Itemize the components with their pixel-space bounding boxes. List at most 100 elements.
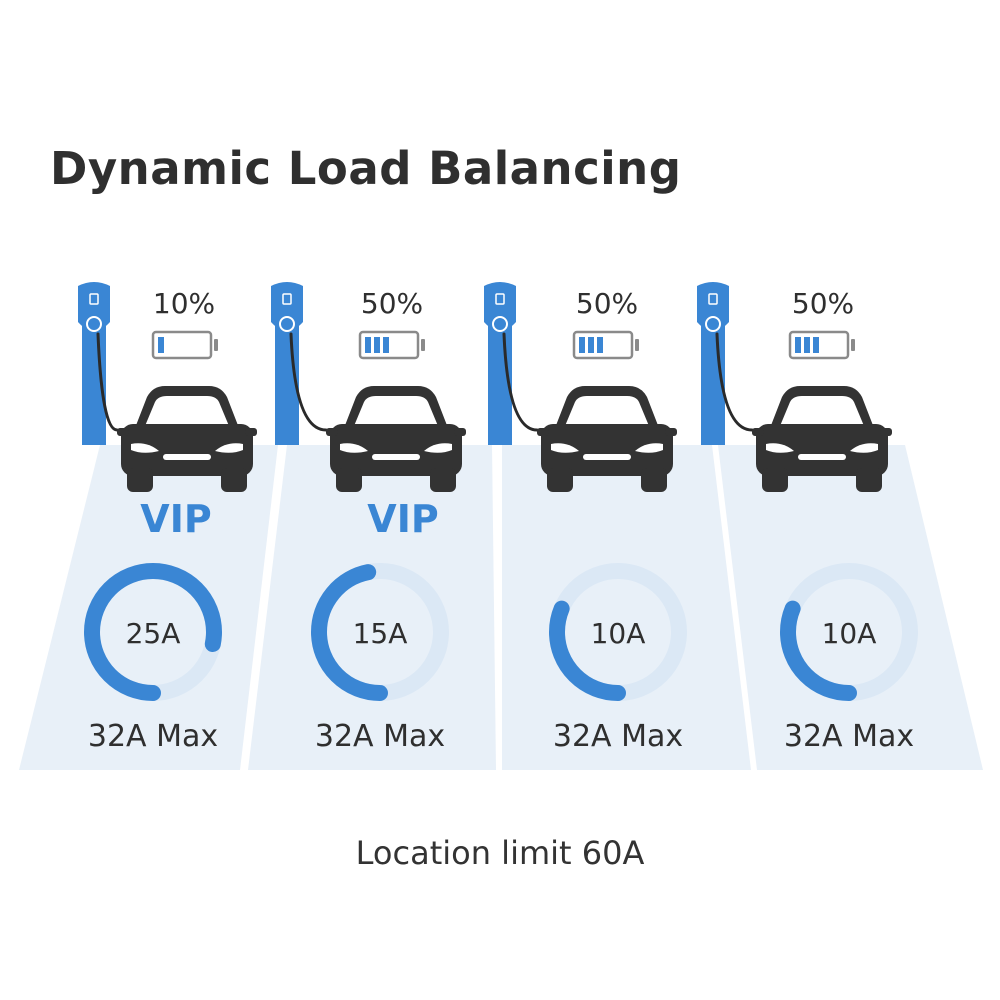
current-value-label: 25A bbox=[126, 617, 181, 650]
current-gauge-fill bbox=[84, 563, 222, 701]
car-mirror bbox=[752, 428, 764, 436]
parking-bay bbox=[19, 445, 278, 770]
battery-cap bbox=[635, 339, 639, 351]
car-wheel bbox=[221, 468, 247, 492]
car-wheel bbox=[336, 468, 362, 492]
car-mirror bbox=[245, 428, 257, 436]
car-mirror bbox=[326, 428, 338, 436]
car-body bbox=[541, 424, 673, 476]
car-mirror bbox=[537, 428, 549, 436]
vip-label: VIP bbox=[140, 497, 211, 541]
car-windshield bbox=[354, 396, 438, 426]
car-wheel bbox=[430, 468, 456, 492]
battery-percent-label: 50% bbox=[576, 287, 638, 320]
current-gauge-fill bbox=[549, 563, 687, 701]
battery-level-segment bbox=[588, 337, 594, 353]
charger-screen bbox=[495, 293, 505, 305]
current-gauge-fill bbox=[311, 563, 449, 701]
car-wheel bbox=[856, 468, 882, 492]
car-windshield bbox=[145, 396, 229, 426]
battery-level-segment bbox=[597, 337, 603, 353]
battery-outline bbox=[151, 330, 213, 360]
max-current-label: 32A Max bbox=[315, 719, 445, 754]
battery-percent-label: 50% bbox=[792, 287, 854, 320]
car-headlight bbox=[424, 443, 452, 453]
car-windshield bbox=[780, 396, 864, 426]
charger-socket bbox=[492, 316, 508, 332]
charger-head bbox=[697, 282, 729, 331]
max-current-label: 32A Max bbox=[553, 719, 683, 754]
battery-level-segment bbox=[374, 337, 380, 353]
charger-icon bbox=[78, 282, 110, 445]
battery-level-segment bbox=[365, 337, 371, 353]
current-value-label: 10A bbox=[591, 617, 646, 650]
charger-icon bbox=[697, 282, 729, 445]
charger-screen bbox=[89, 293, 99, 305]
battery-icon bbox=[788, 330, 855, 360]
car-headlight bbox=[551, 443, 579, 453]
charger-icon bbox=[484, 282, 516, 445]
charging-cable bbox=[715, 332, 754, 432]
charging-cable bbox=[289, 332, 328, 432]
charger-screen bbox=[708, 293, 718, 305]
battery-level-segment bbox=[579, 337, 585, 353]
car-icon bbox=[326, 386, 466, 492]
car-wheel bbox=[641, 468, 667, 492]
car-headlight bbox=[766, 443, 794, 453]
battery-level-segment bbox=[804, 337, 810, 353]
max-current-label: 32A Max bbox=[784, 719, 914, 754]
charger-screen bbox=[282, 293, 292, 305]
car-grille bbox=[163, 454, 211, 460]
car-headlight bbox=[850, 443, 878, 453]
car-mirror bbox=[665, 428, 677, 436]
battery-level-segment bbox=[813, 337, 819, 353]
parking-bay bbox=[502, 445, 751, 770]
page-title: Dynamic Load Balancing bbox=[50, 142, 682, 196]
car-body bbox=[330, 424, 462, 476]
parking-bay bbox=[718, 445, 983, 770]
car-headlight bbox=[340, 443, 368, 453]
car-grille bbox=[583, 454, 631, 460]
battery-cap bbox=[421, 339, 425, 351]
location-limit-label: Location limit 60A bbox=[355, 834, 645, 872]
car-headlight bbox=[215, 443, 243, 453]
car-grille bbox=[798, 454, 846, 460]
battery-level-segment bbox=[158, 337, 164, 353]
battery-percent-label: 50% bbox=[361, 287, 423, 320]
battery-level-segment bbox=[795, 337, 801, 353]
car-headlight bbox=[131, 443, 159, 453]
charger-socket bbox=[279, 316, 295, 332]
battery-icon bbox=[358, 330, 425, 360]
car-headlight bbox=[635, 443, 663, 453]
charger-socket bbox=[86, 316, 102, 332]
charging-station-3: 50% 10A 32A Max bbox=[484, 282, 751, 770]
car-icon bbox=[537, 386, 677, 492]
battery-cap bbox=[214, 339, 218, 351]
battery-icon bbox=[151, 330, 218, 360]
charging-cable bbox=[502, 332, 539, 432]
parking-bay bbox=[248, 445, 496, 770]
car-mirror bbox=[117, 428, 129, 436]
battery-percent-label: 10% bbox=[153, 287, 215, 320]
car-icon bbox=[752, 386, 892, 492]
current-value-label: 15A bbox=[353, 617, 408, 650]
charger-icon bbox=[271, 282, 303, 445]
charger-head bbox=[484, 282, 516, 331]
current-value-label: 10A bbox=[822, 617, 877, 650]
max-current-label: 32A Max bbox=[88, 719, 218, 754]
car-body bbox=[756, 424, 888, 476]
battery-icon bbox=[572, 330, 639, 360]
charging-station-4: 50% 10A 32A Max bbox=[697, 282, 983, 770]
current-gauge-fill bbox=[780, 563, 918, 701]
car-windshield bbox=[565, 396, 649, 426]
car-mirror bbox=[454, 428, 466, 436]
charger-head bbox=[271, 282, 303, 331]
car-icon bbox=[117, 386, 257, 492]
car-mirror bbox=[880, 428, 892, 436]
battery-cap bbox=[851, 339, 855, 351]
car-wheel bbox=[547, 468, 573, 492]
charging-station-1: 10% VIP 25A 32A Max bbox=[19, 282, 278, 770]
car-body bbox=[121, 424, 253, 476]
battery-level-segment bbox=[383, 337, 389, 353]
